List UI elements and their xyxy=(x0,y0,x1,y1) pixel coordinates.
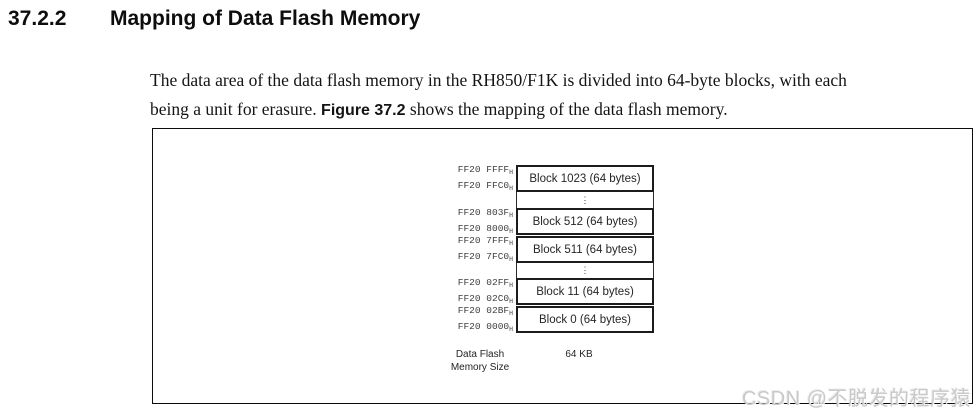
address-pair-block-512: FF20 803FH FF20 8000H xyxy=(381,206,513,238)
paragraph-line2-after: shows the mapping of the data flash memo… xyxy=(405,98,728,119)
size-label-line1: Data Flash xyxy=(455,349,505,360)
memory-size-value: 64 KB xyxy=(565,349,593,360)
address-top: FF20 02BFH xyxy=(457,305,513,317)
body-paragraph: The data area of the data flash memory i… xyxy=(150,66,960,125)
hex-subscript: H xyxy=(509,298,513,305)
address-bottom: FF20 8000H xyxy=(457,223,513,235)
section-title: Mapping of Data Flash Memory xyxy=(110,7,421,30)
address-top: FF20 FFFFH xyxy=(457,164,513,176)
figure-reference: Figure 37.2 xyxy=(321,101,406,119)
address-pair-block-511: FF20 7FFFH FF20 7FC0H xyxy=(381,234,513,266)
size-label-line2: Memory Size xyxy=(450,362,510,373)
ellipsis-row: ⋮ xyxy=(516,192,654,208)
ellipsis-row: ⋮ xyxy=(516,263,654,278)
memory-block-0: Block 0 (64 bytes) xyxy=(516,306,654,333)
hex-subscript: H xyxy=(509,326,513,333)
address-pair-block-0: FF20 02BFH FF20 0000H xyxy=(381,304,513,336)
hex-subscript: H xyxy=(509,185,513,192)
memory-block-511: Block 511 (64 bytes) xyxy=(516,236,654,263)
hex-subscript: H xyxy=(509,310,513,317)
hex-subscript: H xyxy=(509,228,513,235)
memory-block-1023: Block 1023 (64 bytes) xyxy=(516,165,654,192)
address-pair-block-1023: FF20 FFFFH FF20 FFC0H xyxy=(381,163,513,195)
section-number: 37.2.2 xyxy=(8,7,67,30)
hex-subscript: H xyxy=(509,240,513,247)
address-pair-block-11: FF20 02FFH FF20 02C0H xyxy=(381,276,513,308)
hex-subscript: H xyxy=(509,256,513,263)
address-bottom: FF20 0000H xyxy=(457,321,513,333)
address-top: FF20 7FFFH xyxy=(457,235,513,247)
csdn-watermark: CSDN @不脱发的程序猿 xyxy=(741,388,971,410)
memory-block-11: Block 11 (64 bytes) xyxy=(516,278,654,305)
data-flash-memory-size-label: Data Flash Memory Size xyxy=(420,348,540,374)
address-top: FF20 803FH xyxy=(457,207,513,219)
figure-frame: FF20 FFFFH FF20 FFC0H FF20 803FH FF20 80… xyxy=(152,128,973,404)
paragraph-line1: The data area of the data flash memory i… xyxy=(150,69,847,90)
address-top: FF20 02FFH xyxy=(457,277,513,289)
address-bottom: FF20 FFC0H xyxy=(457,180,513,192)
paragraph-line2-before: being a unit for erasure. xyxy=(150,98,322,119)
hex-subscript: H xyxy=(509,212,513,219)
hex-subscript: H xyxy=(509,169,513,176)
address-bottom: FF20 7FC0H xyxy=(457,251,513,263)
address-bottom: FF20 02C0H xyxy=(457,293,513,305)
memory-block-column: Block 1023 (64 bytes) ⋮ Block 512 (64 by… xyxy=(516,165,654,333)
memory-block-512: Block 512 (64 bytes) xyxy=(516,208,654,235)
hex-subscript: H xyxy=(509,282,513,289)
